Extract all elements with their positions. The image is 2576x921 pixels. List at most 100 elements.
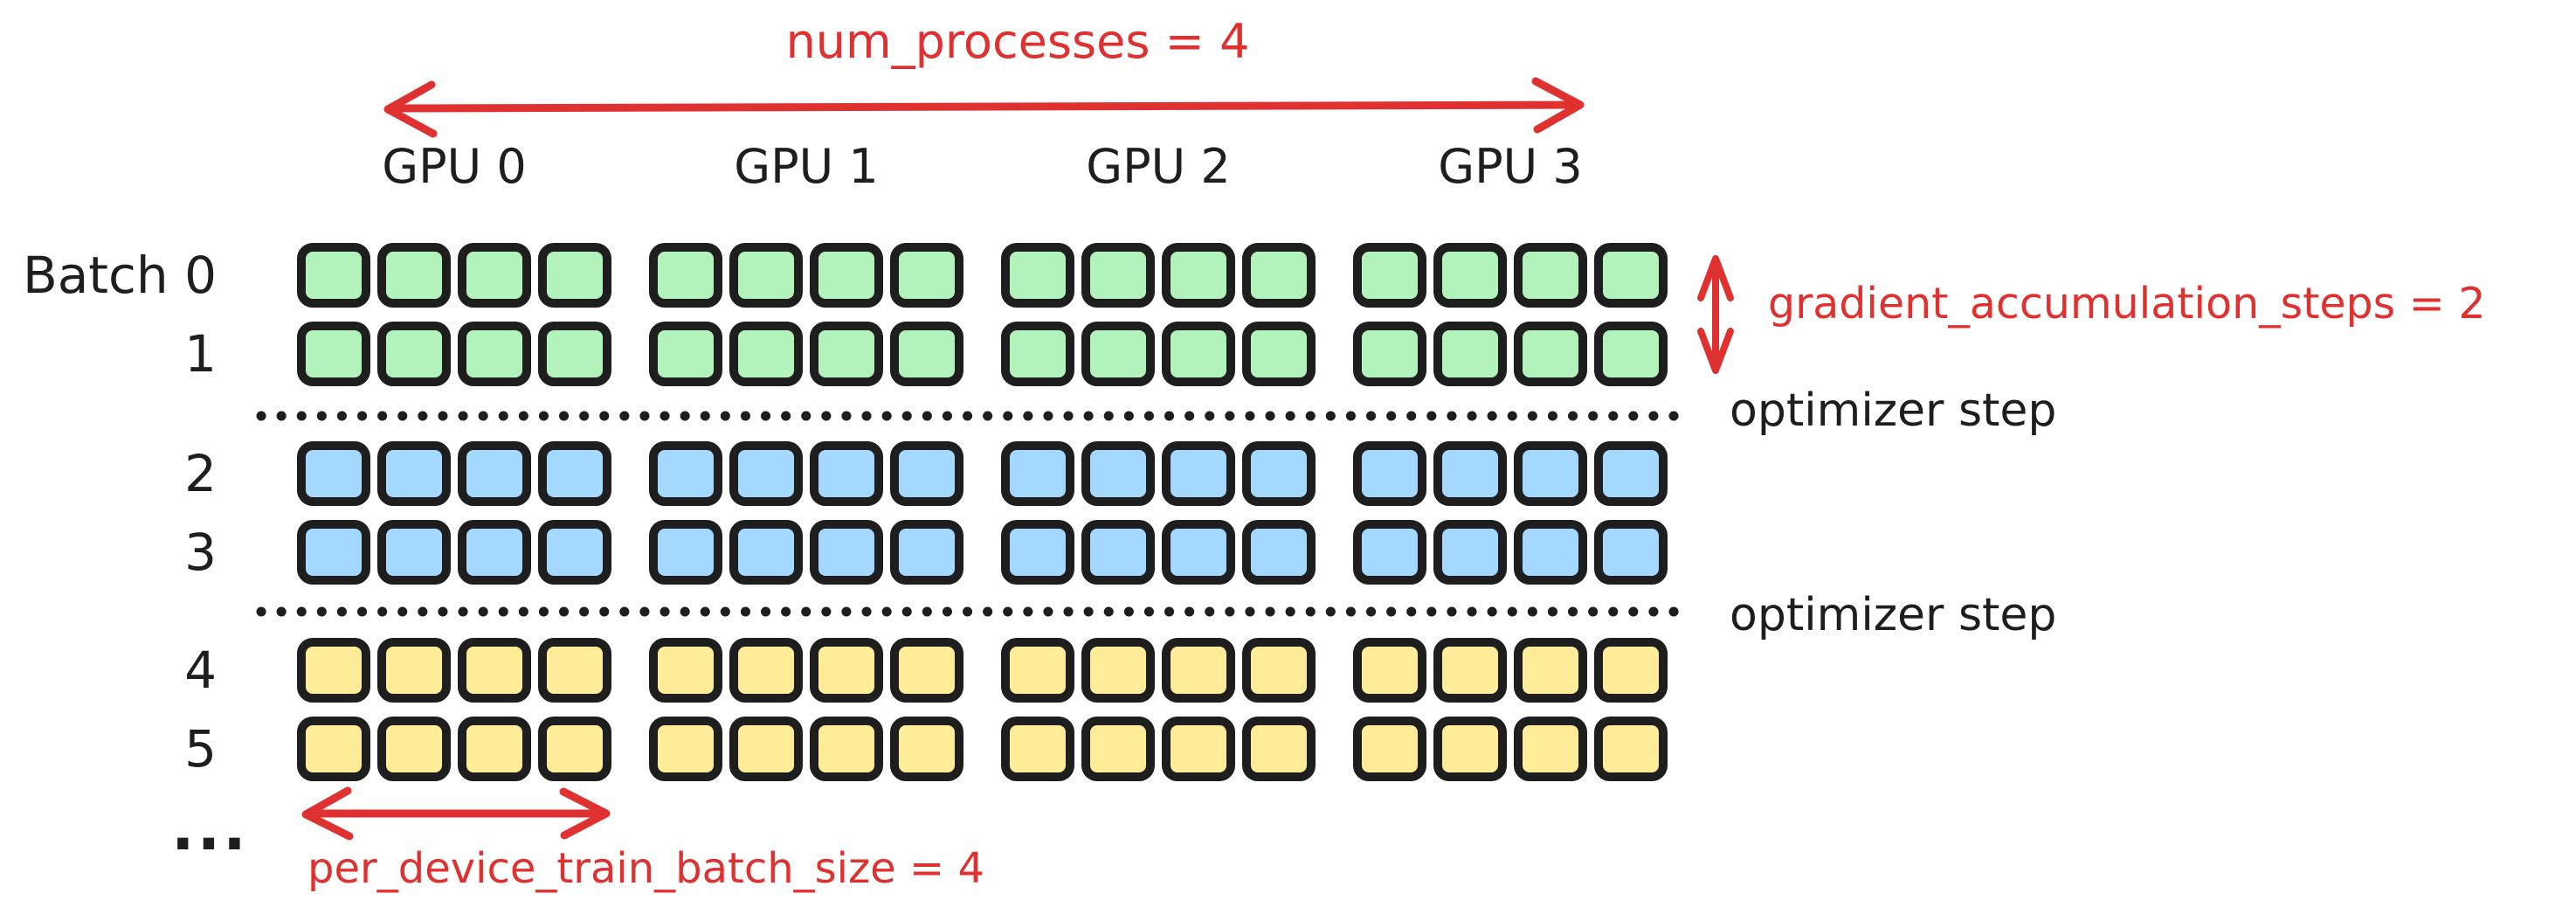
sample-cell bbox=[1594, 441, 1668, 506]
num-processes-label: num_processes = 4 bbox=[785, 14, 1250, 69]
sample-cell bbox=[1353, 243, 1426, 308]
sample-cell bbox=[538, 520, 611, 585]
sample-cell bbox=[1353, 717, 1426, 781]
sample-cell bbox=[1162, 441, 1235, 506]
gpu-label-0: GPU 0 bbox=[382, 139, 527, 194]
gpu-3-group bbox=[1353, 322, 1668, 386]
sample-cell bbox=[1081, 243, 1155, 308]
gpu-1-group bbox=[649, 243, 963, 308]
sample-cell bbox=[1514, 322, 1587, 386]
sample-cell bbox=[649, 441, 722, 506]
sample-cell bbox=[890, 520, 963, 585]
gpu-0-group bbox=[297, 717, 611, 781]
sample-cell bbox=[297, 638, 370, 703]
sample-cell bbox=[1242, 322, 1316, 386]
sample-cell bbox=[1081, 322, 1155, 386]
gpu-0-group bbox=[297, 441, 611, 506]
gpu-3-group bbox=[1353, 717, 1668, 781]
gpu-1-group bbox=[649, 441, 963, 506]
gpu-0-group bbox=[297, 322, 611, 386]
gradient-accumulation-label: gradient_accumulation_steps = 2 bbox=[1768, 279, 2486, 329]
sample-cell bbox=[1514, 717, 1587, 781]
batch-row-label-5: 5 bbox=[184, 719, 217, 779]
gpu-1-group bbox=[649, 520, 963, 585]
gpu-1-group bbox=[649, 638, 963, 703]
sample-cell bbox=[377, 717, 451, 781]
sample-cell bbox=[297, 717, 370, 781]
sample-cell bbox=[538, 638, 611, 703]
sample-cell bbox=[1594, 243, 1668, 308]
sample-cell bbox=[458, 243, 531, 308]
sample-cell bbox=[810, 322, 883, 386]
batch-row-label-0: Batch 0 bbox=[22, 246, 217, 305]
sample-cell bbox=[1353, 638, 1426, 703]
sample-cell bbox=[649, 638, 722, 703]
sample-cell bbox=[1353, 441, 1426, 506]
sample-cell bbox=[1514, 520, 1587, 585]
gpu-label-1: GPU 1 bbox=[734, 139, 879, 194]
sample-cell bbox=[297, 322, 370, 386]
num-processes-arrow bbox=[383, 77, 1585, 138]
sample-cell bbox=[1433, 322, 1507, 386]
sample-cell bbox=[458, 638, 531, 703]
sample-cell bbox=[1001, 638, 1074, 703]
sample-cell bbox=[1162, 520, 1235, 585]
sample-cell bbox=[890, 717, 963, 781]
sample-cell bbox=[377, 243, 451, 308]
sample-cell bbox=[458, 717, 531, 781]
sample-cell bbox=[649, 243, 722, 308]
sample-cell bbox=[890, 441, 963, 506]
sample-cell bbox=[1353, 322, 1426, 386]
batch-row-1 bbox=[297, 322, 1668, 386]
batch-row-0 bbox=[297, 243, 1668, 308]
sample-cell bbox=[458, 520, 531, 585]
batch-row-5 bbox=[297, 717, 1668, 781]
optimizer-step-label-2: optimizer step bbox=[1730, 589, 2057, 641]
sample-cell bbox=[1242, 520, 1316, 585]
batch-row-4 bbox=[297, 638, 1668, 703]
sample-cell bbox=[1001, 322, 1074, 386]
sample-cell bbox=[729, 717, 803, 781]
gpu-1-group bbox=[649, 322, 963, 386]
sample-cell bbox=[1242, 243, 1316, 308]
optimizer-step-label-1: optimizer step bbox=[1730, 384, 2057, 437]
gpu-2-group bbox=[1001, 638, 1316, 703]
gpu-2-group bbox=[1001, 520, 1316, 585]
batch-row-label-2: 2 bbox=[184, 444, 217, 503]
sample-cell bbox=[1433, 717, 1507, 781]
sample-cell bbox=[890, 638, 963, 703]
sample-cell bbox=[1001, 243, 1074, 308]
sample-cell bbox=[538, 322, 611, 386]
sample-cell bbox=[1594, 322, 1668, 386]
batch-row-label-1: 1 bbox=[184, 324, 217, 384]
sample-cell bbox=[458, 322, 531, 386]
sample-cell bbox=[1001, 441, 1074, 506]
sample-cell bbox=[649, 717, 722, 781]
gpu-3-group bbox=[1353, 243, 1668, 308]
sample-cell bbox=[377, 638, 451, 703]
gpu-3-group bbox=[1353, 520, 1668, 585]
sample-cell bbox=[1353, 520, 1426, 585]
sample-cell bbox=[1242, 717, 1316, 781]
sample-cell bbox=[1001, 520, 1074, 585]
sample-cell bbox=[1433, 441, 1507, 506]
gpu-0-group bbox=[297, 243, 611, 308]
sample-cell bbox=[1081, 638, 1155, 703]
sample-cell bbox=[1594, 520, 1668, 585]
sample-cell bbox=[1162, 322, 1235, 386]
sample-cell bbox=[1433, 520, 1507, 585]
sample-cell bbox=[377, 441, 451, 506]
sample-cell bbox=[810, 441, 883, 506]
sample-cell bbox=[1081, 520, 1155, 585]
sample-cell bbox=[538, 243, 611, 308]
gpu-label-3: GPU 3 bbox=[1438, 139, 1583, 194]
per-device-batch-arrow bbox=[301, 786, 611, 841]
sample-cell bbox=[377, 520, 451, 585]
sample-cell bbox=[810, 638, 883, 703]
sample-cell bbox=[1162, 638, 1235, 703]
sample-cell bbox=[810, 717, 883, 781]
sample-cell bbox=[810, 520, 883, 585]
per-device-batch-label: per_device_train_batch_size = 4 bbox=[307, 844, 984, 893]
sample-cell bbox=[1433, 243, 1507, 308]
